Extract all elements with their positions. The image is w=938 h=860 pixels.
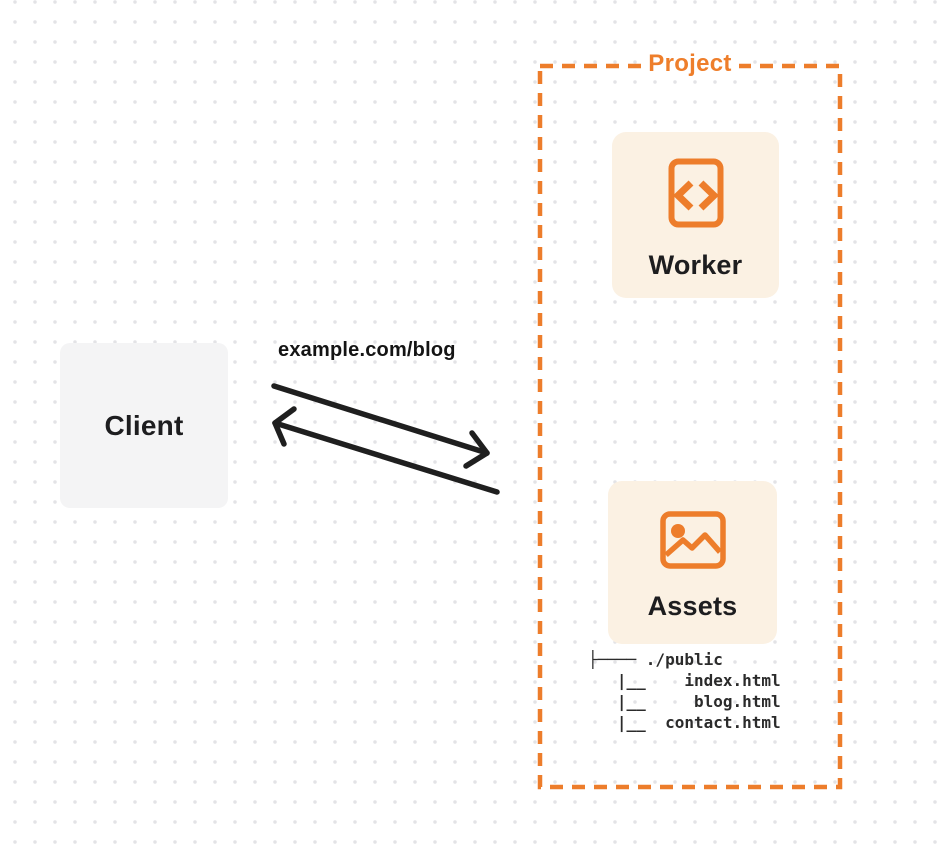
response-arrow (272, 406, 500, 495)
assets-label: Assets (647, 591, 738, 621)
worker-card: Worker (612, 132, 779, 298)
request-arrow (271, 383, 490, 469)
assets-card: Assets (608, 481, 777, 644)
project-dashed-border (537, 63, 843, 790)
project-container-header: Project (540, 50, 840, 78)
file-tree-line-blog: |__ blog.html (588, 692, 781, 711)
project-label: Project (641, 50, 739, 78)
assets-file-tree: ├──── ./public |__ index.html |__ blog.h… (588, 649, 781, 733)
image-icon (659, 511, 726, 569)
code-file-icon (668, 158, 723, 228)
file-tree-line-contact: |__ contact.html (588, 713, 781, 732)
worker-label: Worker (648, 250, 743, 280)
client-label: Client (104, 409, 184, 441)
file-tree-line-index: |__ index.html (588, 671, 781, 690)
request-url-label: example.com/blog (278, 339, 456, 361)
file-tree-line-public: ├──── ./public (588, 650, 723, 669)
client-box: Client (60, 343, 228, 508)
